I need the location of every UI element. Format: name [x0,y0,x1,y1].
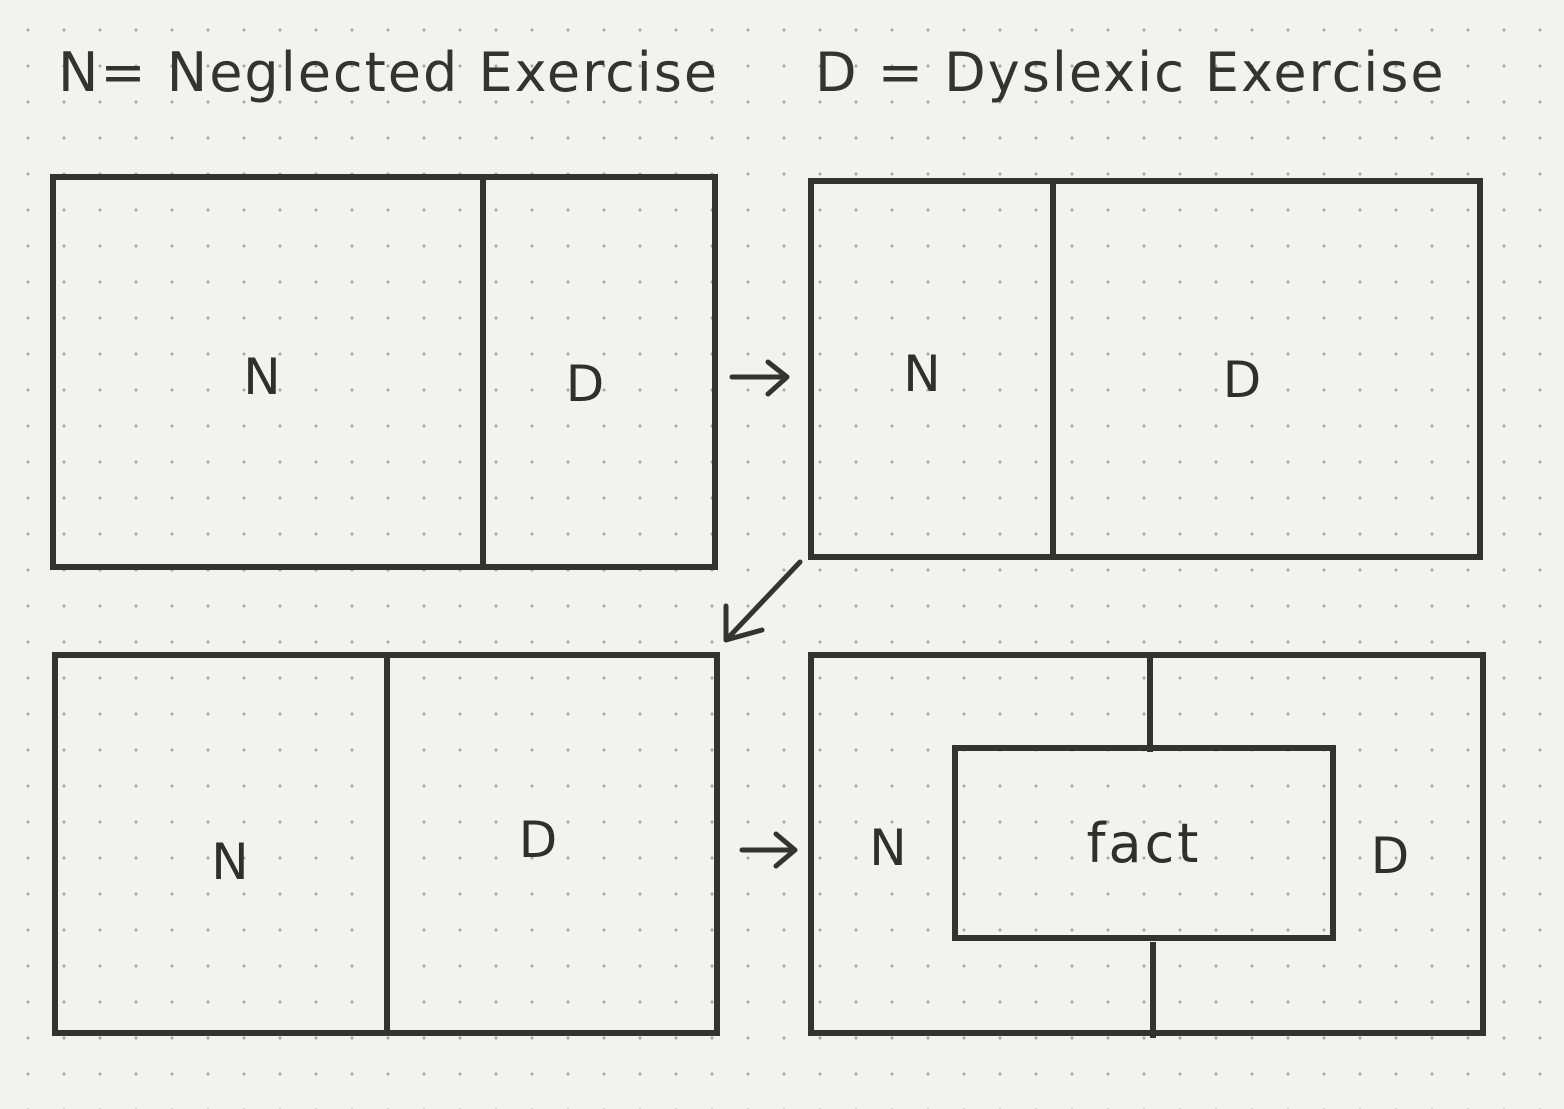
arrow-down-left-icon [723,559,803,643]
panel-1-label-n: N [243,348,281,406]
panel-4-label-n: N [869,819,907,877]
panel-3-divider [384,658,390,1030]
fact-label: fact [1086,811,1202,875]
panel-4 [808,652,1486,1038]
panel-1 [50,174,718,570]
panel-2-divider [1050,184,1056,554]
panel-4-top-divider [1147,658,1153,752]
panel-3-label-d: D [518,811,558,869]
panel-1-label-d: D [565,355,605,413]
panel-4-bottom-divider [1150,942,1156,1038]
fact-box: fact [952,745,1336,941]
arrow-right-bottom-icon [739,831,798,869]
panel-1-divider [480,180,486,564]
legend-dyslexic-exercise: D = Dyslexic Exercise [815,41,1446,104]
panel-2 [808,178,1483,560]
panel-4-label-d: D [1370,827,1410,885]
panel-3 [52,652,720,1036]
panel-2-label-n: N [903,345,941,403]
legend-neglected-exercise: N= Neglected Exercise [58,41,720,104]
arrow-right-top-icon [729,359,790,397]
panel-2-label-d: D [1222,351,1262,409]
panel-3-label-n: N [211,833,249,891]
